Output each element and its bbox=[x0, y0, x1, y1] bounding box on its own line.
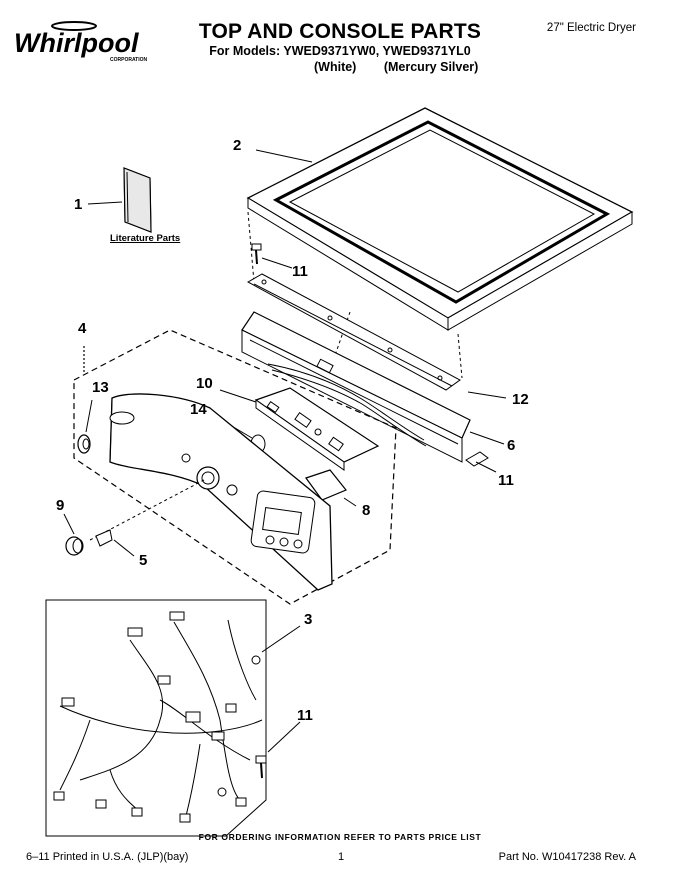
part-top-bracket bbox=[246, 273, 507, 399]
model-numbers: For Models: YWED9371YW0, YWED9371YL0 bbox=[209, 44, 471, 58]
part-control-board bbox=[219, 387, 380, 471]
part-screw-right bbox=[465, 451, 497, 473]
part-number: Part No. W10417238 Rev. A bbox=[498, 851, 636, 863]
product-type: 27" Electric Dryer bbox=[546, 22, 636, 34]
callout-12: 12 bbox=[512, 391, 529, 408]
callout-11-bottom: 11 bbox=[297, 707, 313, 724]
callout-13: 13 bbox=[92, 379, 109, 396]
page-number: 1 bbox=[338, 851, 345, 863]
color-silver-label: (Mercury Silver) bbox=[383, 60, 479, 74]
part-screw-top bbox=[251, 243, 293, 269]
whirlpool-logo: Whirlpool CORPORATION bbox=[14, 21, 148, 63]
part-knob bbox=[63, 479, 205, 556]
part-console-panel bbox=[109, 393, 333, 591]
assembly-guide-lines bbox=[247, 211, 463, 379]
logo-brand-text: Whirlpool bbox=[14, 28, 139, 58]
callout-11-right: 11 bbox=[498, 472, 514, 489]
model-colors: (White) (Mercury Silver) bbox=[300, 60, 478, 74]
logo-corporation-text: CORPORATION bbox=[110, 57, 148, 63]
callout-6: 6 bbox=[507, 437, 516, 454]
callout-3: 3 bbox=[304, 611, 313, 628]
part-knob-clip bbox=[95, 529, 135, 557]
part-screw-bottom bbox=[255, 721, 301, 779]
part-top-panel bbox=[246, 107, 634, 331]
part-wire-harness bbox=[45, 599, 301, 837]
part-bezel-ring bbox=[77, 399, 93, 454]
callout-10: 10 bbox=[196, 375, 213, 392]
callout-9: 9 bbox=[56, 497, 65, 514]
part-literature-booklet bbox=[87, 167, 152, 233]
callout-14: 14 bbox=[190, 401, 207, 418]
literature-parts-label: Literature Parts bbox=[110, 233, 181, 244]
part-console-frame bbox=[241, 311, 505, 463]
color-white-label: (White) bbox=[314, 60, 357, 74]
logo-swoosh bbox=[51, 21, 97, 31]
callout-2: 2 bbox=[233, 137, 242, 154]
console-group-outline bbox=[73, 329, 397, 605]
callout-1: 1 bbox=[74, 196, 83, 213]
page-title: TOP AND CONSOLE PARTS bbox=[198, 20, 482, 43]
callout-5: 5 bbox=[139, 552, 148, 569]
callout-4: 4 bbox=[78, 320, 87, 337]
print-info: 6–11 Printed in U.S.A. (JLP)(bay) bbox=[26, 851, 189, 863]
callout-11-top: 11 bbox=[292, 263, 308, 280]
callout-8: 8 bbox=[362, 502, 371, 519]
part-ui-board bbox=[305, 469, 357, 507]
ordering-note: FOR ORDERING INFORMATION REFER TO PARTS … bbox=[198, 832, 482, 842]
